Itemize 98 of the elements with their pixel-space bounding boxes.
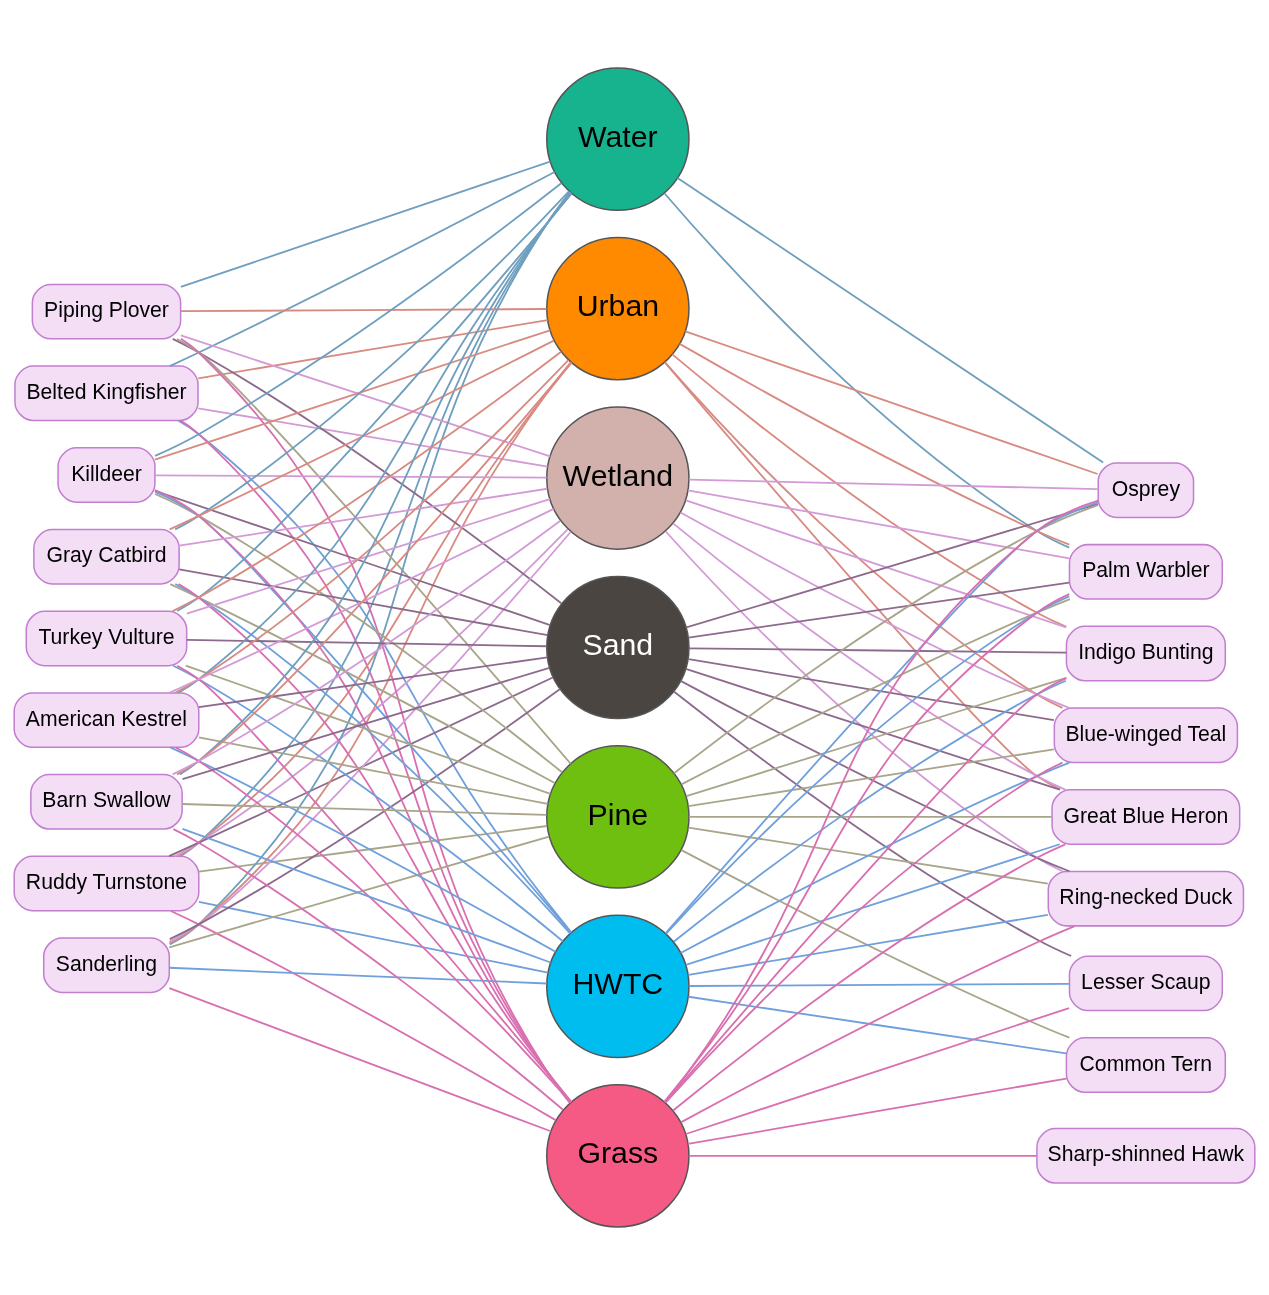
connector (168, 171, 556, 367)
connector (663, 593, 1071, 1103)
node-box: Indigo Bunting (1065, 625, 1227, 682)
connector (679, 511, 1071, 709)
connector (679, 761, 1071, 954)
connector (154, 182, 563, 457)
connector (168, 339, 555, 531)
node-box: Ring-necked Duck (1047, 870, 1245, 927)
connector (687, 489, 1071, 560)
node-box: Palm Warbler (1068, 543, 1224, 600)
connector (688, 1154, 1038, 1157)
node-circle: Wetland (546, 406, 690, 550)
connector (168, 835, 551, 949)
connector (154, 489, 572, 1104)
node-box: Common Tern (1065, 1037, 1227, 1094)
connector (684, 330, 1099, 475)
connector (169, 910, 557, 1121)
connector (176, 192, 573, 612)
node-box: Belted Kingfisher (14, 365, 199, 422)
node-box: Lesser Scaup (1068, 955, 1224, 1012)
node-box: American Kestrel (13, 692, 200, 749)
node-circle: Grass (546, 1083, 690, 1228)
connector (169, 746, 557, 953)
connector (168, 508, 555, 694)
node-box: Ruddy Turnstone (13, 855, 200, 912)
connector (688, 647, 1068, 654)
node-box: Turkey Vulture (25, 610, 188, 667)
connector (172, 828, 564, 1111)
connector (168, 966, 548, 985)
node-circle: Water (546, 67, 690, 212)
connector (178, 487, 549, 547)
node-circle: Pine (546, 745, 690, 889)
connector (664, 761, 1064, 1104)
connector (664, 501, 1100, 935)
connector (197, 656, 549, 709)
connector (688, 816, 1053, 818)
connector (181, 803, 548, 816)
connector (687, 995, 1067, 1055)
connector (680, 849, 1071, 1039)
connector (679, 679, 1071, 873)
connector (177, 583, 573, 1103)
connector (678, 342, 1071, 546)
connector (687, 913, 1049, 976)
connector (664, 677, 1068, 1104)
connector (185, 638, 548, 648)
connector (687, 581, 1070, 639)
connector (663, 499, 1100, 1104)
connector (185, 498, 551, 615)
node-box: Killdeer (57, 447, 156, 503)
node-circle: Sand (546, 575, 690, 720)
connector (687, 1077, 1068, 1145)
connector (676, 177, 1105, 464)
connector (179, 308, 548, 313)
connector (197, 736, 549, 805)
connector (173, 528, 569, 858)
node-box: Blue-winged Teal (1053, 707, 1239, 764)
connector (688, 982, 1071, 987)
connector (687, 748, 1055, 808)
connector (684, 1007, 1070, 1135)
connector (178, 568, 549, 637)
connector (197, 319, 549, 380)
connector (664, 530, 1064, 873)
connector (663, 192, 1071, 549)
connector (672, 843, 1067, 1112)
connector (684, 843, 1061, 966)
connector (665, 595, 1071, 935)
connector (672, 522, 1067, 791)
connector (174, 190, 571, 531)
node-box: Osprey (1097, 462, 1195, 519)
node-circle: Urban (546, 236, 690, 381)
connector (174, 359, 570, 694)
connector (174, 583, 571, 935)
connector (154, 474, 548, 479)
connector (197, 407, 549, 468)
node-box: Sanderling (42, 937, 171, 994)
connector (687, 826, 1049, 885)
node-box: Great Blue Heron (1051, 788, 1241, 845)
connector (168, 676, 554, 858)
connector (197, 901, 549, 974)
connector (688, 478, 1099, 490)
node-box: Barn Swallow (30, 773, 183, 830)
node-box: Sharp-shinned Hawk (1036, 1127, 1256, 1184)
node-box: Gray Catbird (33, 528, 180, 585)
connector (169, 583, 556, 784)
connector (679, 925, 1076, 1124)
connector (197, 825, 548, 873)
node-box: Piping Plover (31, 283, 182, 340)
connector (687, 658, 1055, 722)
connector (168, 987, 552, 1133)
connector (179, 160, 551, 288)
connector (176, 664, 573, 1103)
connector (671, 353, 1068, 628)
connector (181, 827, 552, 964)
connector (663, 361, 1062, 791)
node-circle: HWTC (546, 914, 690, 1059)
connector (680, 598, 1071, 786)
connector (673, 504, 1099, 775)
connector (177, 361, 573, 857)
